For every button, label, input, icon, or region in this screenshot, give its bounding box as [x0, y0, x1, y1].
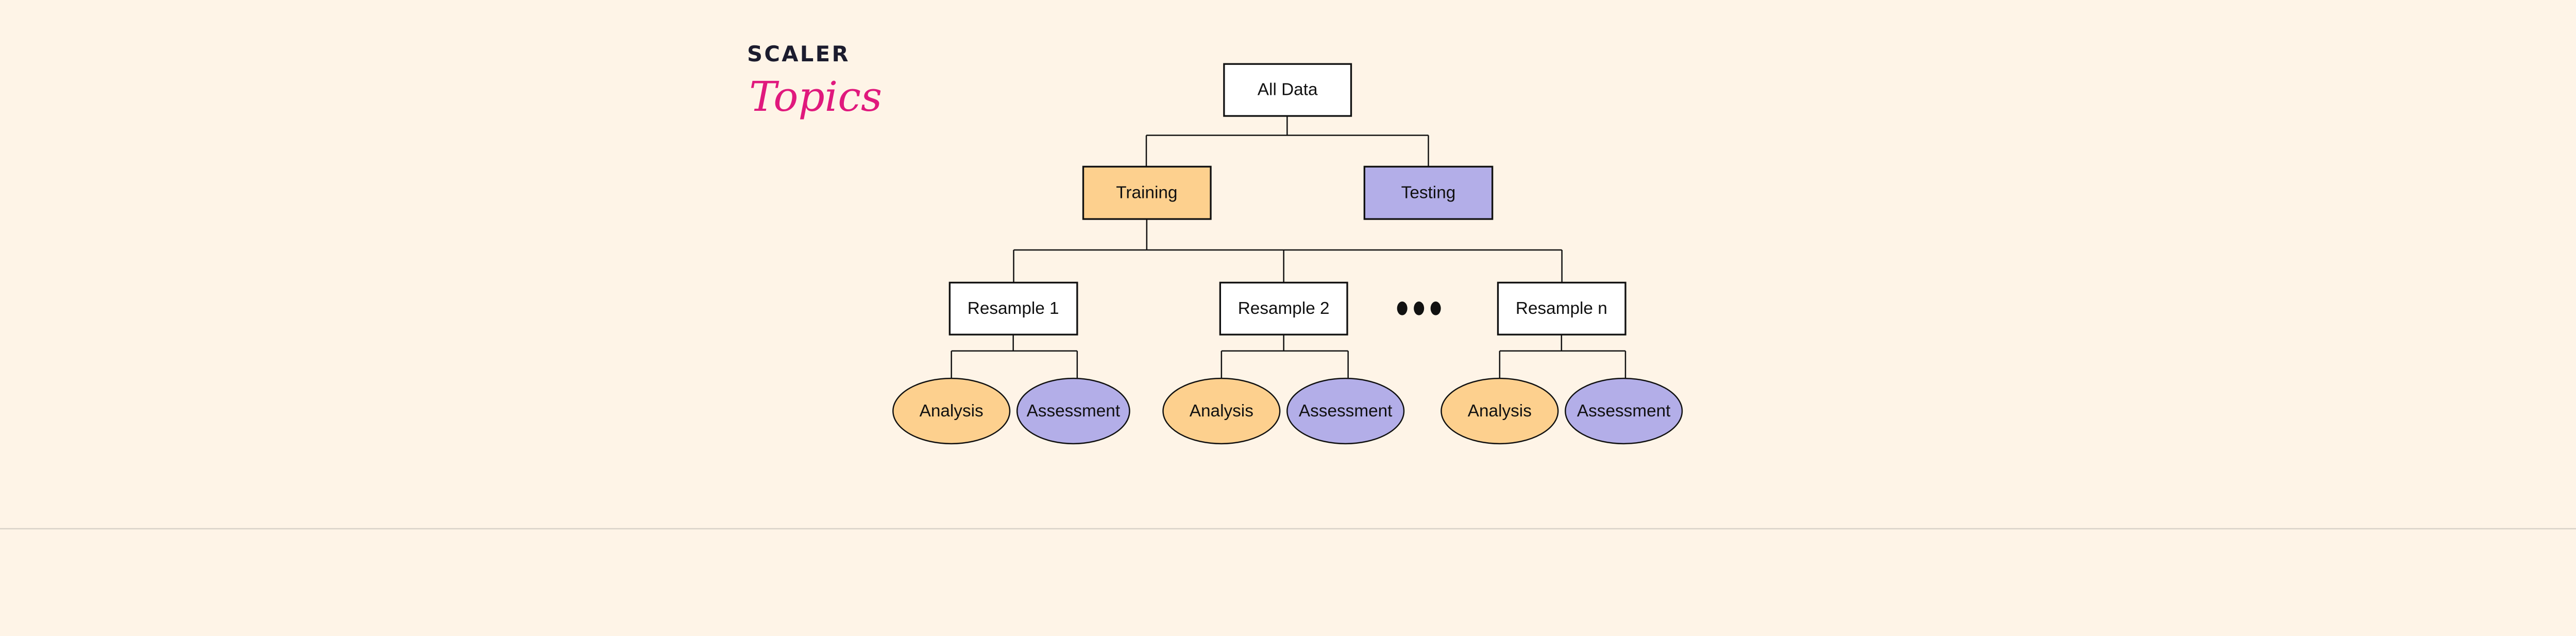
ellipsis-dots [1397, 301, 1441, 315]
node-resample-2: Resample 2 [1219, 281, 1348, 336]
node-label: Resample 1 [968, 299, 1059, 318]
connectors [951, 115, 1626, 379]
node-label: Analysis [1468, 401, 1532, 421]
node-label: Analysis [1190, 401, 1253, 421]
node-label: All Data [1258, 80, 1318, 99]
node-assessment-2: Assessment [1286, 377, 1405, 445]
node-testing: Testing [1363, 165, 1494, 220]
node-analysis-n: Analysis [1440, 377, 1559, 445]
resampling-diagram: SCALER Topics All Data Training Testing … [0, 41, 2576, 530]
logo-line2: Topics [749, 73, 882, 121]
node-label: Resample 2 [1238, 299, 1330, 318]
node-all-data: All Data [1223, 63, 1352, 117]
node-label: Resample n [1516, 299, 1607, 318]
node-analysis-2: Analysis [1162, 377, 1281, 445]
scaler-topics-logo: SCALER Topics [747, 41, 882, 121]
node-assessment-1: Assessment [1016, 377, 1130, 445]
logo-line1: SCALER [747, 41, 850, 66]
node-label: Analysis [920, 401, 984, 421]
node-resample-1: Resample 1 [948, 281, 1078, 336]
node-label: Assessment [1299, 401, 1393, 421]
node-label: Training [1116, 183, 1177, 203]
node-assessment-n: Assessment [1565, 377, 1683, 445]
node-training: Training [1082, 165, 1212, 220]
node-label: Assessment [1577, 401, 1671, 421]
node-resample-n: Resample n [1497, 281, 1626, 336]
node-analysis-1: Analysis [892, 377, 1011, 445]
node-label: Testing [1401, 183, 1456, 203]
node-label: Assessment [1027, 401, 1121, 421]
